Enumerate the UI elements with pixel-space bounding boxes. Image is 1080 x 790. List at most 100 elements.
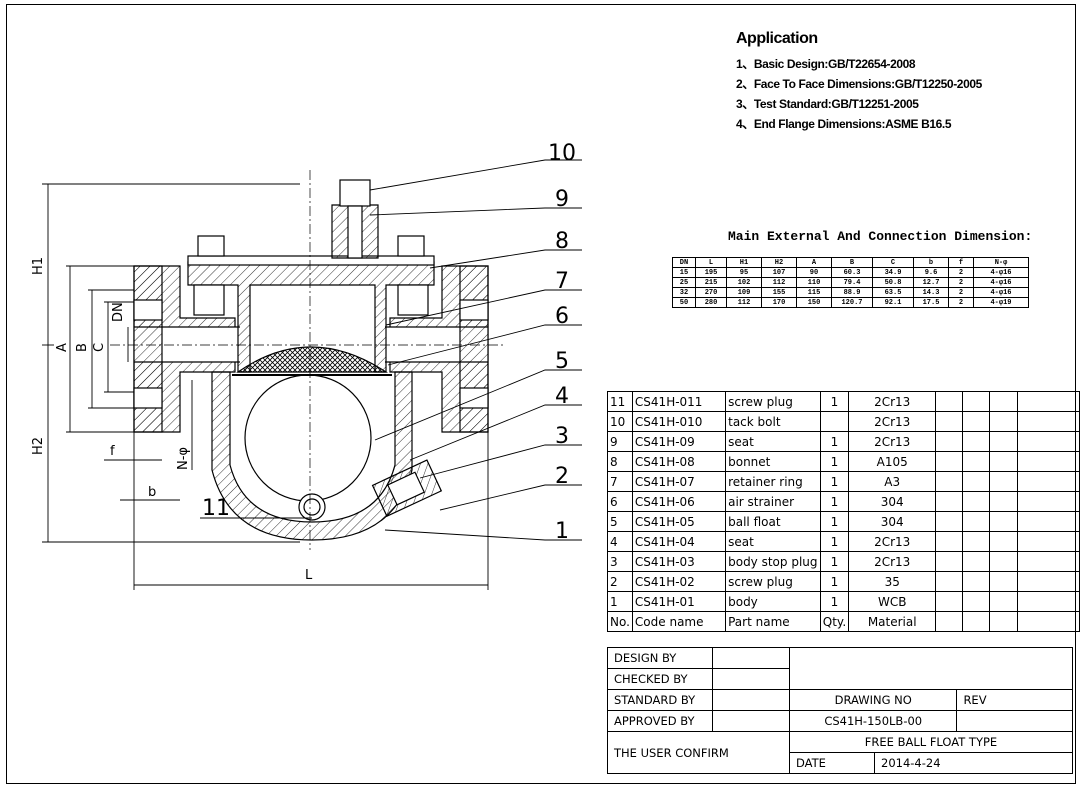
tack-bolt: [339, 179, 371, 207]
parts-cell: [988, 431, 1018, 452]
parts-header-cell: Material: [848, 611, 937, 632]
body-bowl: [211, 371, 413, 541]
dim-header-cell: H1: [726, 257, 762, 268]
parts-cell: 1: [819, 531, 850, 552]
dim-cell: 112: [726, 297, 762, 308]
parts-cell: [988, 511, 1018, 532]
rev-label: REV: [956, 689, 1073, 711]
parts-cell: CS41H-011: [631, 391, 727, 412]
parts-cell: [961, 511, 990, 532]
parts-cell: 2: [607, 571, 633, 592]
parts-cell: A3: [848, 471, 937, 492]
standard-by-label: STANDARD BY: [607, 689, 713, 711]
callout-6: 6: [555, 304, 569, 329]
parts-cell: 1: [819, 431, 850, 452]
dim-cell: 90: [796, 267, 832, 278]
dim-DN: DN: [111, 302, 126, 322]
drawing-number: CS41H-150LB-00: [788, 710, 958, 732]
callout-2: 2: [555, 464, 569, 489]
dimension-table-title: Main External And Connection Dimension:: [728, 229, 1033, 244]
parts-cell: [1016, 511, 1080, 532]
parts-cell: [1016, 571, 1080, 592]
parts-cell: [1016, 491, 1080, 512]
parts-cell: 1: [819, 511, 850, 532]
dim-cell: 2: [948, 267, 974, 278]
parts-cell: seat: [725, 531, 821, 552]
dim-cell: 107: [761, 267, 797, 278]
parts-cell: [935, 551, 963, 572]
dim-cell: 34.9: [872, 267, 914, 278]
dim-cell: 50: [672, 297, 696, 308]
parts-cell: CS41H-04: [631, 531, 727, 552]
dim-cell: 112: [761, 277, 797, 288]
parts-cell: [935, 451, 963, 472]
dim-cell: 110: [796, 277, 832, 288]
application-notes: Application 1、Basic Design:GB/T22654-200…: [736, 30, 982, 134]
dim-cell: 32: [672, 287, 696, 298]
parts-cell: 7: [607, 471, 633, 492]
dim-header-cell: f: [948, 257, 974, 268]
parts-header-cell: [1016, 611, 1080, 632]
parts-cell: 4: [607, 531, 633, 552]
dim-cell: 4-φ16: [973, 267, 1029, 278]
parts-cell: 9: [607, 431, 633, 452]
dim-cell: 155: [761, 287, 797, 298]
dim-cell: 102: [726, 277, 762, 288]
parts-cell: [1016, 391, 1080, 412]
parts-cell: 1: [819, 451, 850, 472]
parts-cell: [988, 591, 1018, 612]
parts-cell: screw plug: [725, 571, 821, 592]
parts-cell: [935, 431, 963, 452]
parts-cell: [988, 531, 1018, 552]
dim-header-cell: DN: [672, 257, 696, 268]
parts-cell: [961, 451, 990, 472]
parts-cell: 2Cr13: [848, 531, 937, 552]
dim-header-cell: b: [913, 257, 949, 268]
parts-cell: CS41H-01: [631, 591, 727, 612]
parts-header-cell: Code name: [631, 611, 727, 632]
callout-11: 11: [202, 496, 230, 521]
dim-cell: 79.4: [831, 277, 873, 288]
parts-cell: WCB: [848, 591, 937, 612]
dim-cell: 4-φ16: [973, 287, 1029, 298]
dim-H1: H1: [31, 257, 46, 275]
parts-cell: [988, 491, 1018, 512]
dim-cell: 195: [695, 267, 727, 278]
parts-cell: [1016, 431, 1080, 452]
callout-4: 4: [555, 384, 569, 409]
dim-cell: 50.8: [872, 277, 914, 288]
parts-cell: [1016, 411, 1080, 432]
parts-cell: screw plug: [725, 391, 821, 412]
parts-cell: [988, 451, 1018, 472]
application-item-1: 1、Basic Design:GB/T22654-2008: [736, 57, 916, 71]
parts-cell: 8: [607, 451, 633, 472]
parts-cell: [1016, 551, 1080, 572]
dim-cell: 150: [796, 297, 832, 308]
parts-cell: 2Cr13: [848, 431, 937, 452]
dim-cell: 9.6: [913, 267, 949, 278]
parts-cell: bonnet: [725, 451, 821, 472]
dim-cell: 120.7: [831, 297, 873, 308]
parts-cell: body stop plug: [725, 551, 821, 572]
parts-cell: [1016, 591, 1080, 612]
parts-cell: CS41H-02: [631, 571, 727, 592]
parts-cell: 2Cr13: [848, 551, 937, 572]
dim-header-cell: B: [831, 257, 873, 268]
parts-header-cell: [961, 611, 990, 632]
parts-cell: CS41H-05: [631, 511, 727, 532]
dim-cell: 95: [726, 267, 762, 278]
parts-cell: CS41H-09: [631, 431, 727, 452]
parts-cell: 11: [607, 391, 633, 412]
